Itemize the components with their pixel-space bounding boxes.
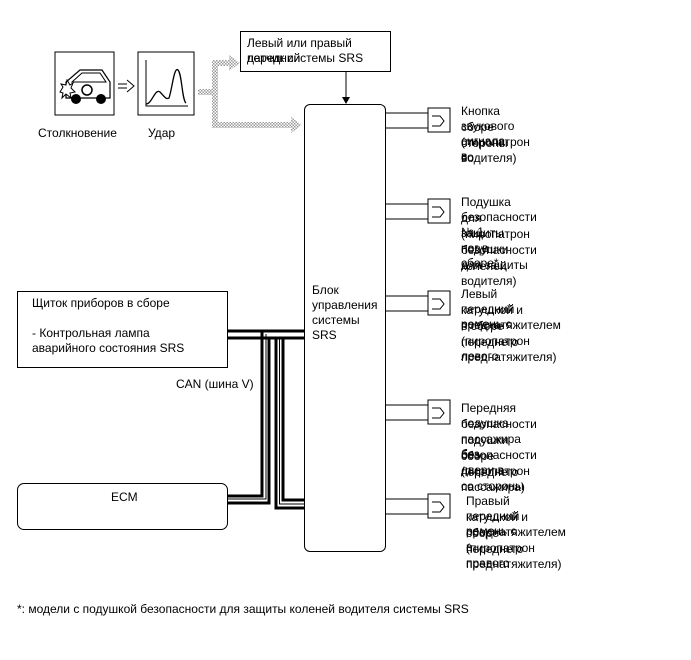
output-knee-line5: коленей водителя) [461, 259, 517, 288]
front-sensor-label-line1: Левый или правый передний [247, 36, 352, 65]
output-passenger-line5: переднего пассажира) [461, 465, 525, 494]
output-left-pret-line3: в сборе (пиропатрон левого [461, 319, 530, 363]
ecm-label: ECM [111, 490, 138, 504]
output-right-pret-line3: сборе (пиропатрон правого [466, 526, 535, 570]
collision-label: Столкновение [38, 126, 117, 140]
left-pretensioner-squib-connector [386, 290, 451, 316]
car-crash-icon [59, 69, 111, 104]
output-knee-line3: (пиропатрон подушки [461, 227, 530, 256]
srs-unit-label-line1: Блок [312, 283, 339, 297]
srs-unit-label-line2: управления [312, 298, 378, 312]
knee-airbag-squib-connector [386, 198, 451, 224]
ecm-box: ECM [17, 483, 228, 530]
output-right-pret-line1: Правый передний ремень с [466, 494, 520, 538]
cluster-warning-lamp-line1: - Контрольная лампа [32, 326, 150, 340]
front-sensor-label-line2: датчик системы SRS [247, 51, 364, 65]
sensor-to-unit-arrow [342, 72, 350, 104]
collision-to-impact-arrow [118, 79, 135, 93]
output-connectors [386, 107, 451, 519]
front-sensor-box: Левый или правый передний датчик системы… [240, 31, 391, 72]
output-left-pret-line2: катушкой и преднатяжителем [461, 303, 561, 332]
footnote: *: модели с подушкой безопасности для за… [17, 602, 469, 616]
right-pretensioner-squib-connector [386, 493, 451, 519]
output-horn-line1: Кнопка звукового сигнала в [461, 104, 515, 163]
impact-icon-frame [137, 51, 195, 116]
output-right-pret-line4: переднего преднатяжителя) [466, 542, 562, 571]
cluster-warning-lamp-line2: аварийного состояния SRS [32, 341, 185, 355]
output-passenger-line4: сборе (пиропатрон со стороны [461, 449, 530, 493]
can-bus-lines [228, 329, 304, 510]
output-left-pret-line1: Левый передний ремень с [461, 287, 515, 331]
horn-squib-connector [386, 107, 451, 133]
output-knee-line1: Подушка безопасности № 1 [461, 195, 537, 239]
output-left-pret-line4: переднего преднатяжителя) [461, 335, 557, 364]
srs-control-unit: Блок управления системы SRS [304, 104, 386, 552]
impact-graph-icon [145, 60, 188, 107]
passenger-airbag-squib-connector [386, 399, 451, 425]
cluster-title: Щиток приборов в сборе [32, 296, 170, 310]
impact-signal-paths [198, 55, 302, 133]
impact-label: Удар [148, 126, 176, 140]
can-bus-label: CAN (шина V) [176, 377, 254, 391]
output-knee-line4: безопасности для защиты [461, 243, 537, 272]
instrument-cluster-box: Щиток приборов в сборе - Контрольная лам… [17, 291, 228, 368]
output-right-pret-line2: катушкой и преднатяжителем в [466, 510, 566, 554]
output-horn-line3: стороны водителя) [461, 136, 517, 165]
output-knee-line2: для защиты ног в сборе* [461, 211, 504, 270]
output-passenger-line3: подушки безопасности двери в [461, 433, 537, 477]
output-horn-line2: сборе (пиропатрон со [461, 120, 530, 164]
srs-unit-label-line4: SRS [312, 328, 337, 342]
output-passenger-line2: безопасности пассажира без [461, 417, 537, 461]
output-passenger-line1: Передняя подушка [461, 401, 517, 430]
srs-unit-label-line3: системы [312, 313, 360, 327]
